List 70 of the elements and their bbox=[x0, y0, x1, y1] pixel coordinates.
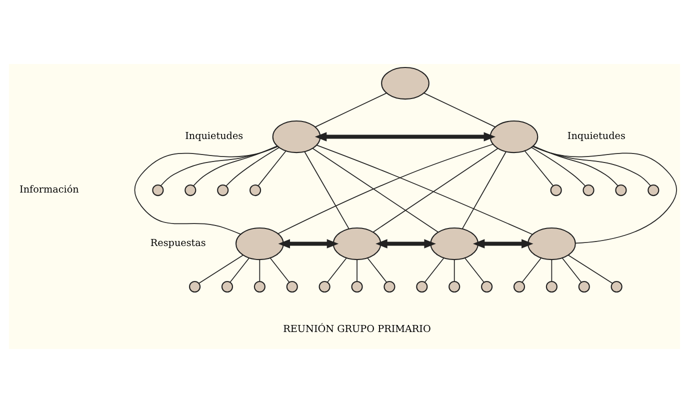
node-circle bbox=[550, 184, 562, 196]
node-circle bbox=[221, 280, 234, 292]
connector bbox=[531, 146, 586, 186]
node-circle bbox=[546, 280, 558, 292]
connector bbox=[134, 146, 278, 234]
node-circle bbox=[189, 280, 201, 292]
connector bbox=[230, 257, 250, 282]
connector bbox=[270, 257, 290, 282]
connector bbox=[424, 92, 496, 127]
connector bbox=[312, 148, 439, 232]
connector bbox=[193, 145, 278, 186]
node-circle bbox=[615, 184, 627, 196]
node-ellipse bbox=[490, 120, 538, 153]
connector bbox=[198, 254, 244, 284]
node-circle bbox=[481, 280, 493, 292]
connector bbox=[259, 258, 260, 282]
node-circle bbox=[286, 280, 298, 292]
arrow bbox=[472, 238, 534, 248]
node-circle bbox=[351, 280, 363, 292]
node-circle bbox=[582, 184, 594, 196]
node-circle bbox=[254, 280, 266, 292]
node-circle bbox=[152, 184, 164, 196]
connector bbox=[562, 257, 582, 282]
arrow bbox=[314, 132, 496, 141]
connector bbox=[533, 145, 618, 186]
node-circle bbox=[416, 280, 428, 292]
node-circle bbox=[384, 280, 396, 292]
label: REUNIÓN GRUPO PRIMARIO bbox=[283, 324, 431, 335]
node-circle bbox=[184, 184, 196, 196]
connector bbox=[304, 150, 350, 229]
connector bbox=[367, 257, 388, 282]
node-circle bbox=[250, 184, 262, 196]
connector bbox=[551, 258, 552, 282]
connector bbox=[372, 148, 498, 232]
connector bbox=[356, 258, 358, 282]
connector bbox=[522, 257, 542, 282]
connector bbox=[524, 150, 554, 186]
label: Inquietudes bbox=[567, 130, 626, 142]
connector bbox=[454, 258, 455, 282]
node-circle bbox=[318, 280, 330, 292]
connector bbox=[532, 146, 678, 244]
node-circle bbox=[578, 280, 590, 292]
connector bbox=[568, 254, 614, 284]
node-circle bbox=[448, 280, 460, 292]
connector bbox=[532, 145, 651, 186]
connector bbox=[278, 143, 494, 234]
arrow bbox=[278, 238, 339, 248]
node-ellipse bbox=[381, 66, 430, 100]
connector bbox=[258, 150, 286, 186]
label: Información bbox=[20, 184, 79, 196]
connector bbox=[160, 145, 278, 186]
connector bbox=[462, 150, 506, 229]
connector bbox=[314, 92, 387, 127]
node-ellipse bbox=[528, 226, 576, 260]
node-ellipse bbox=[430, 226, 479, 260]
connector bbox=[424, 257, 444, 282]
node-ellipse bbox=[272, 120, 321, 153]
label: Respuestas bbox=[150, 238, 206, 249]
node-circle bbox=[217, 184, 229, 196]
node-circle bbox=[513, 280, 526, 292]
connector bbox=[226, 146, 280, 186]
node-circle bbox=[610, 280, 622, 292]
label: Inquietudes bbox=[185, 130, 244, 142]
node-ellipse bbox=[235, 226, 284, 260]
node-ellipse bbox=[332, 226, 382, 260]
node-circle bbox=[648, 184, 660, 196]
connector bbox=[327, 257, 347, 282]
connector bbox=[464, 257, 484, 282]
connector bbox=[316, 144, 533, 234]
arrow bbox=[376, 238, 436, 248]
